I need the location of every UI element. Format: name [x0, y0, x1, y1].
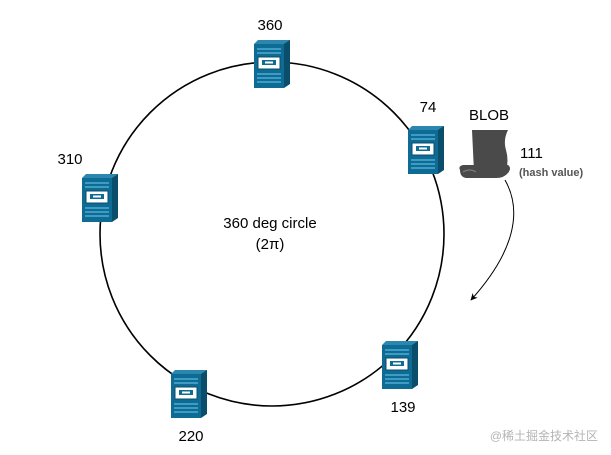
node-360-label: 360 [257, 17, 282, 34]
server-icon [381, 340, 419, 390]
node-310-label: 310 [57, 151, 82, 168]
hash-caption: (hash value) [519, 167, 584, 179]
watermark: @稀土掘金技术社区 [490, 428, 598, 443]
hash-value: 111 [520, 145, 543, 162]
ring-title: 360 deg circle [223, 215, 316, 232]
node-139-label: 139 [390, 399, 415, 416]
scroll-icon [459, 130, 510, 178]
server-icon [170, 369, 208, 419]
ring-subtitle: (2π) [256, 236, 285, 253]
mapping-arrow [470, 179, 515, 301]
node-220-label: 220 [178, 428, 203, 445]
server-icon [253, 39, 291, 89]
node-74-label: 74 [420, 99, 437, 116]
blob-label: BLOB [469, 107, 509, 124]
server-icon [81, 173, 119, 223]
server-icon [407, 125, 445, 175]
